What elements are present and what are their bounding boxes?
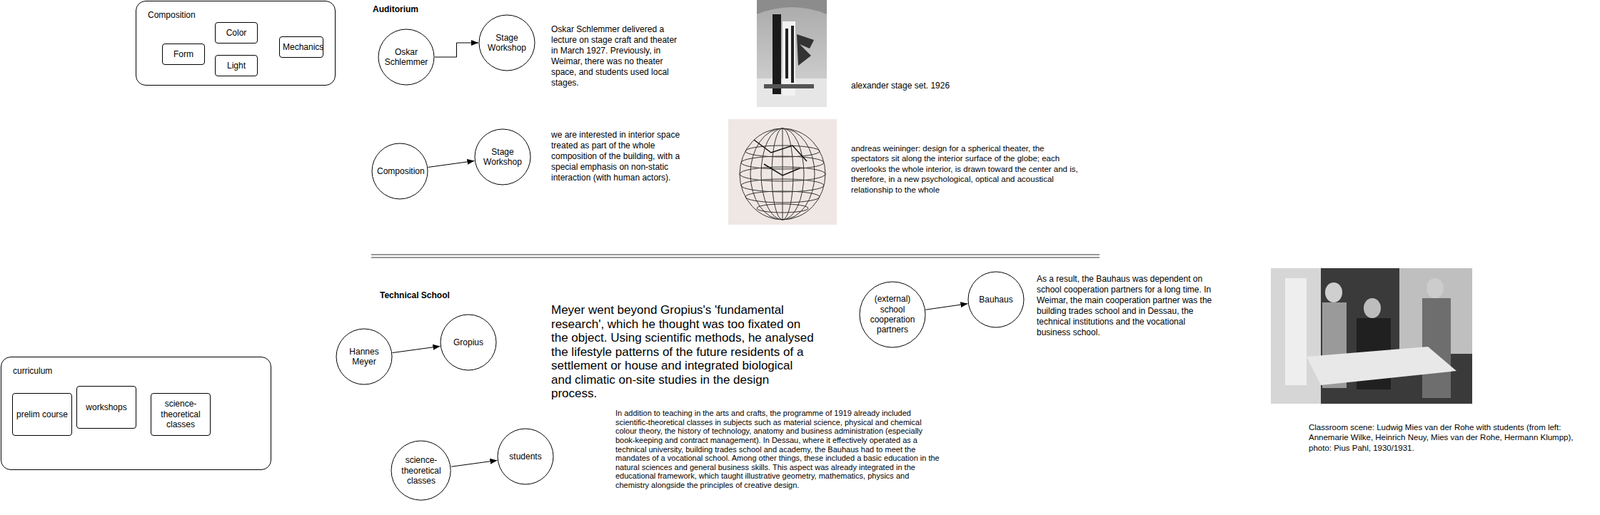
section-divider [371, 254, 1100, 258]
circle-label: Gropius [453, 337, 484, 348]
circle-node: Hannes Meyer [335, 328, 393, 386]
circle-label: Composition [376, 166, 423, 177]
text-label: alexander stage set. 1926 [851, 80, 950, 92]
text-label: we are interested in interior space trea… [551, 129, 687, 184]
group-box: CompositionColorFormLight Mechanics [135, 0, 336, 86]
circle-shape [378, 29, 435, 85]
circle-shape [371, 143, 428, 200]
text-label: Technical School [379, 290, 450, 302]
circle-label: Bauhaus [978, 294, 1013, 305]
circle-node: Stage Workshop [478, 14, 536, 72]
circle-label: Oskar Schlemmer [383, 47, 430, 68]
process-box: Color [214, 22, 258, 44]
circle-label: Stage Workshop [484, 32, 530, 54]
group-title: curriculum [12, 366, 53, 377]
process-box: workshops [76, 386, 137, 430]
arrow-connector [428, 161, 475, 168]
text-label: Classroom scene: Ludwig Mies van der Roh… [1308, 422, 1596, 454]
process-box: Mechanics [279, 36, 324, 58]
circle-node: Oskar Schlemmer [377, 28, 435, 86]
circle-label: Hannes Meyer [341, 346, 387, 368]
circle-shape [391, 441, 451, 501]
circle-node: Bauhaus [967, 271, 1025, 329]
group-box: curriculum prelim course workshops science-… [0, 356, 272, 471]
arrow-connector [392, 346, 441, 353]
circle-shape [336, 329, 392, 385]
circle-node: Gropius [439, 314, 497, 372]
circle-label: science-theoretical classes [398, 455, 445, 487]
circle-shape [968, 272, 1024, 328]
circle-shape [497, 429, 554, 485]
classroom-photo [1270, 268, 1473, 405]
circle-node: students [496, 428, 555, 486]
process-box: Light [214, 54, 258, 77]
group-title: Composition [147, 9, 196, 20]
box-label: workshops [85, 402, 127, 413]
text-label: Meyer went beyond Gropius's 'fundamental… [551, 303, 814, 402]
box-label: Color [226, 27, 248, 38]
process-box: Form [162, 43, 205, 65]
text-label: Oskar Schlemmer delivered a lecture on s… [551, 24, 684, 89]
text-label: andreas weininger: design for a spherica… [851, 143, 1079, 195]
circle-label: students [509, 451, 542, 462]
circle-label: Stage Workshop [479, 147, 526, 168]
stage-set-image [756, 0, 827, 108]
process-box: prelim course [12, 393, 73, 437]
circle-shape [859, 282, 926, 348]
circle-node: Stage Workshop [474, 128, 532, 186]
text-label: As a result, the Bauhaus was dependent o… [1036, 274, 1221, 339]
circle-shape [474, 129, 531, 185]
circle-shape [479, 14, 535, 71]
text-label: Auditorium [372, 4, 419, 15]
box-label: Light [227, 60, 246, 71]
text-label: In addition to teaching in the arts and … [615, 409, 942, 491]
box-label: Mechanics [282, 42, 320, 53]
arrow-connector [926, 304, 969, 311]
arrow-connector [451, 460, 497, 467]
circle-shape [440, 314, 497, 371]
circle-node: (external) school cooperation partners [858, 281, 927, 349]
circle-node: Composition [371, 142, 429, 200]
circle-node: science-theoretical classes [390, 440, 452, 502]
circle-label: (external) school cooperation partners [869, 294, 916, 336]
box-label: Form [173, 49, 194, 60]
spherical-theater-image [728, 119, 837, 225]
box-label: prelim course [16, 409, 68, 420]
process-box: science-theoretical classes [150, 393, 211, 437]
arrow-connector [434, 42, 479, 58]
box-label: science-theoretical classes [154, 399, 208, 430]
